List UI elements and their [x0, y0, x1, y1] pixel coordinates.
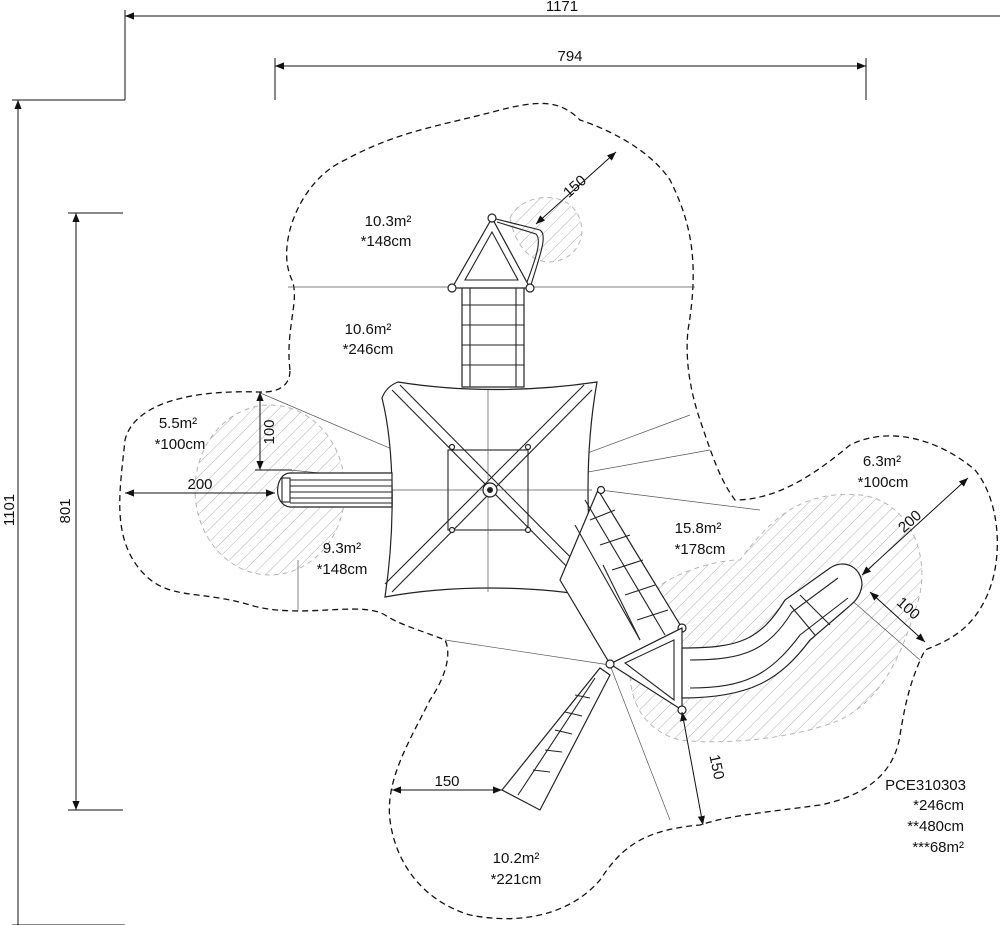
- zone-bottom-height: *221cm: [491, 871, 542, 888]
- bottom-ladder: [501, 667, 611, 811]
- dim-bottom-right-clearance: 150: [705, 753, 727, 781]
- zone-left-height: *100cm: [155, 436, 206, 453]
- curved-slide: [681, 563, 863, 699]
- dim-platform-depth: 801: [57, 498, 74, 523]
- top-climber: [447, 213, 544, 388]
- note-line-3: ***68m²: [912, 839, 964, 856]
- zone-center-right-height: *178cm: [675, 541, 726, 558]
- dim-platform-width: 794: [557, 48, 582, 65]
- zone-bottom-area: 10.2m²: [493, 850, 540, 867]
- note-line-1: *246cm: [913, 797, 964, 814]
- zone-top-lower-area: 10.6m²: [345, 321, 392, 338]
- zone-right-height: *100cm: [858, 474, 909, 491]
- dim-overall-width: 1171: [546, 0, 578, 15]
- zone-top-upper-height: *148cm: [361, 233, 412, 250]
- zone-center-right-area: 15.8m²: [675, 520, 722, 537]
- left-tunnel: [277, 472, 393, 508]
- zone-top-upper-area: 10.3m²: [365, 213, 412, 230]
- dim-left-clearance: 200: [187, 476, 212, 493]
- note-line-2: **480cm: [907, 818, 964, 835]
- dim-overall-depth: 1101: [1, 494, 18, 526]
- product-code: PCE310303: [885, 777, 966, 794]
- zone-left-lower-height: *148cm: [317, 561, 368, 578]
- central-roof: [381, 381, 598, 598]
- dim-left-vertical: 100: [261, 419, 278, 444]
- zone-left-lower-area: 9.3m²: [323, 540, 361, 557]
- zone-right-area: 6.3m²: [863, 453, 901, 470]
- zone-top-lower-height: *246cm: [343, 341, 394, 358]
- dim-bottom-left-clearance: 150: [434, 773, 459, 790]
- zone-left-area: 5.5m²: [159, 415, 197, 432]
